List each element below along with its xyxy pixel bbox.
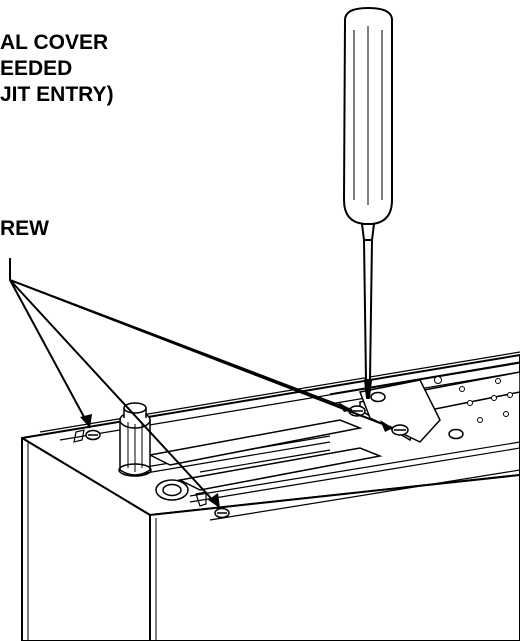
screwdriver-tip [364, 379, 372, 399]
screwdriver-shaft [363, 239, 373, 381]
cover-callout-line-1: AL COVER [0, 31, 109, 54]
screw-callout: REW [0, 216, 49, 242]
screw-right-top [370, 391, 386, 403]
cable-gland-icon [118, 402, 152, 477]
terminal-marks [73, 429, 207, 507]
leader-arrowheads [80, 402, 393, 508]
screwdriver-ferrule [361, 223, 375, 241]
screwdriver-icon [343, 7, 393, 399]
cover-callout-line-3: JIT ENTRY) [0, 83, 114, 106]
cover-callout-line-2: EEDED [0, 57, 73, 80]
plate-holes [434, 376, 513, 423]
screw-callout-label: REW [0, 217, 49, 240]
left-cover-plate [147, 419, 363, 466]
screw-leader-lines [9, 258, 394, 509]
center-cover-plate [177, 447, 383, 491]
enclosure-front-face [21, 437, 151, 641]
conduit-knockout [155, 479, 189, 501]
screw-right-bottom [448, 428, 464, 440]
cover-callout: AL COVER EEDED JIT ENTRY) [0, 30, 114, 108]
